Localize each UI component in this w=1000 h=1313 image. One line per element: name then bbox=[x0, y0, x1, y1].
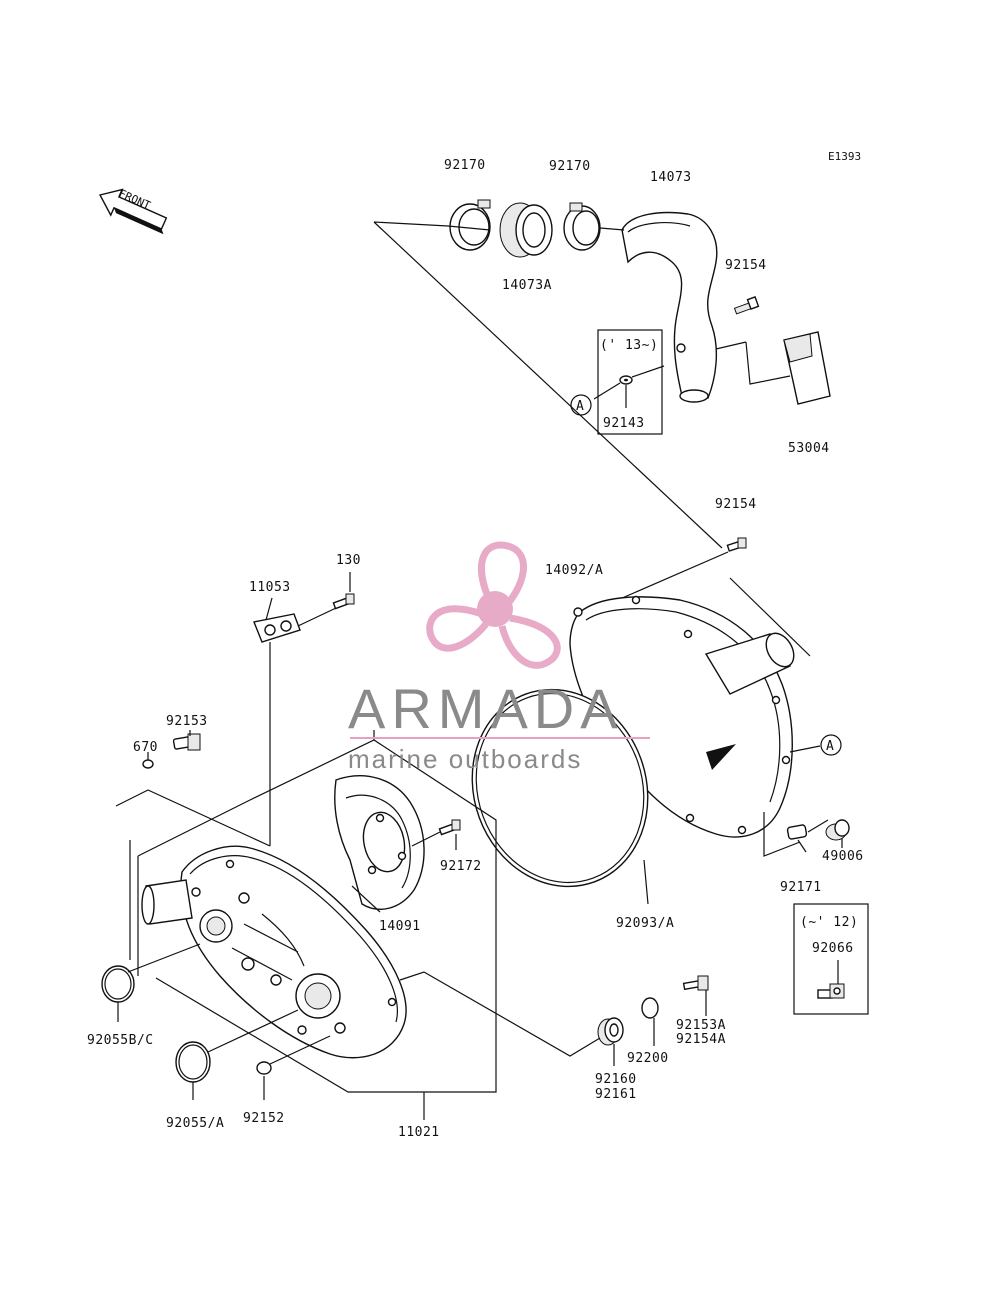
watermark-logo-icon bbox=[426, 541, 561, 669]
clamp-92170-right bbox=[563, 202, 601, 251]
part-label-16: 92171 bbox=[780, 880, 822, 895]
part-label-27: 92161 bbox=[595, 1087, 637, 1102]
part-label-4: 92154 bbox=[725, 258, 767, 273]
part-label-12: 670 bbox=[133, 740, 158, 755]
part-label-26: 92160 bbox=[595, 1072, 637, 1087]
box-label-12: (~' 12) bbox=[800, 915, 858, 930]
front-arrow-icon bbox=[98, 188, 168, 235]
switch-92066 bbox=[817, 983, 845, 999]
part-label-6: 53004 bbox=[788, 441, 830, 456]
box-label-13: (' 13~) bbox=[600, 338, 658, 353]
bolt-92154-mid bbox=[726, 537, 747, 552]
bracket-11053 bbox=[253, 613, 301, 643]
bolt-92153 bbox=[172, 733, 201, 751]
callout-a-right-text: A bbox=[826, 739, 834, 754]
part-label-0: 92170 bbox=[444, 158, 486, 173]
callout-a-top-text: A bbox=[576, 399, 584, 414]
callout-a-right bbox=[820, 734, 842, 756]
part-label-24: 92154A bbox=[676, 1032, 726, 1047]
bolt-92153A bbox=[682, 975, 709, 991]
watermark-brand: ARMADA bbox=[348, 677, 624, 740]
diagram-code: E1393 bbox=[828, 150, 861, 163]
part-label-25: 92200 bbox=[627, 1051, 669, 1066]
washer-92143 bbox=[619, 375, 633, 385]
part-label-9: 11053 bbox=[249, 580, 291, 595]
washer-92152 bbox=[256, 1061, 272, 1075]
part-label-7: 92154 bbox=[715, 497, 757, 512]
outer-cover-14092A bbox=[569, 595, 795, 838]
oring-670 bbox=[142, 759, 154, 769]
callout-a-top bbox=[570, 394, 592, 416]
part-label-11: 92153 bbox=[166, 714, 208, 729]
box-up-to-12 bbox=[793, 903, 869, 1015]
part-label-22: 11021 bbox=[398, 1125, 440, 1140]
part-label-17: 92066 bbox=[812, 941, 854, 956]
part-label-3: 14073A bbox=[502, 278, 552, 293]
part-label-2: 14073 bbox=[650, 170, 692, 185]
bolt-92172 bbox=[438, 819, 461, 836]
part-label-5: 92143 bbox=[603, 416, 645, 431]
part-label-21: 92152 bbox=[243, 1111, 285, 1126]
label-53004 bbox=[783, 331, 831, 405]
part-label-15: 49006 bbox=[822, 849, 864, 864]
housing-14091 bbox=[334, 775, 425, 910]
duct-14073 bbox=[621, 211, 718, 403]
grommet-92160 bbox=[597, 1017, 624, 1046]
bolt-130 bbox=[332, 593, 355, 610]
part-label-18: 92093/A bbox=[616, 916, 674, 931]
box-13-onward bbox=[597, 329, 663, 435]
bolt-92154-top bbox=[733, 296, 760, 315]
part-label-10: 14092/A bbox=[545, 563, 603, 578]
clip-92171 bbox=[786, 824, 808, 840]
watermark-tagline: marine outboards bbox=[348, 744, 582, 774]
cap-49006 bbox=[825, 819, 850, 841]
washer-92200 bbox=[641, 997, 659, 1019]
clamp-92170-left bbox=[449, 199, 491, 251]
part-label-8: 130 bbox=[336, 553, 361, 568]
part-label-23: 92153A bbox=[676, 1018, 726, 1033]
sleeve-14073A bbox=[499, 202, 553, 258]
part-label-20: 92055/A bbox=[166, 1116, 224, 1131]
part-label-13: 92172 bbox=[440, 859, 482, 874]
part-label-19: 92055B/C bbox=[87, 1033, 154, 1048]
inner-case-11021 bbox=[141, 845, 407, 1059]
part-label-14: 14091 bbox=[379, 919, 421, 934]
part-label-1: 92170 bbox=[549, 159, 591, 174]
oring-92055A bbox=[175, 1041, 211, 1083]
